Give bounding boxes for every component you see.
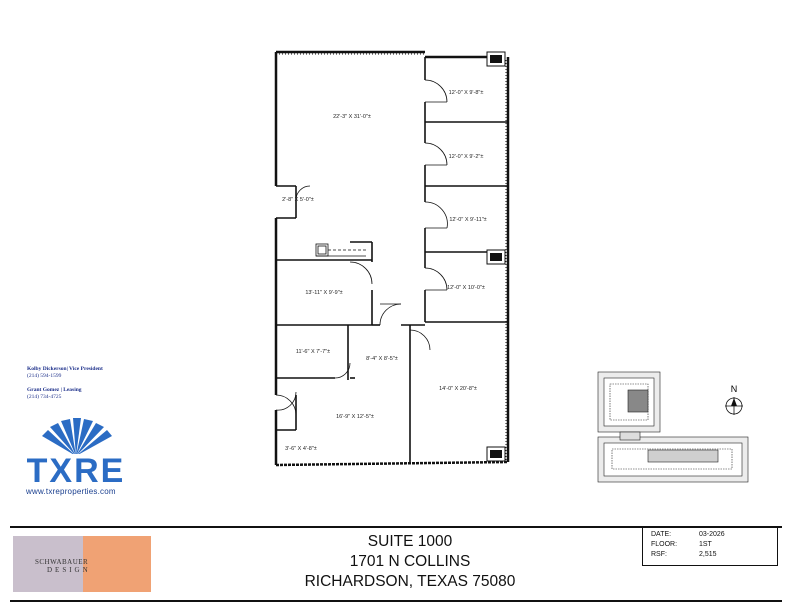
office-4-label: 13'-11" X 9'-9"±	[305, 290, 342, 296]
city-line: RICHARDSON, TEXAS 75080	[304, 573, 516, 590]
contact-block: Kolby Dickerson| Vice President (214) 59…	[27, 366, 103, 401]
storage-label: 11'-6" X 7'-7"±	[296, 349, 330, 355]
north-label: N	[731, 384, 738, 394]
closet-label: 2'-8" X 5'-0"±	[282, 197, 314, 203]
vestibule-label: 3'-6" X 4'-8"±	[285, 446, 317, 452]
floor-plan: 22'-3" X 31'-0"± 12'-0" X 9'-8"± 12'-0" …	[274, 50, 749, 483]
columns	[486, 51, 506, 462]
office-2-label: 12'-0" X 9'-2"±	[449, 154, 484, 160]
date-label: DATE:	[651, 531, 672, 538]
website-url[interactable]: www.txreproperties.com	[26, 487, 116, 496]
office-3-label: 12'-0" X 9'-11"±	[449, 217, 486, 223]
logo-sunburst-icon: TXRE	[24, 418, 128, 490]
date-value: 03-2026	[699, 531, 725, 538]
contact-1-name: Kolby Dickerson| Vice President	[27, 366, 103, 372]
main-office-label: 22'-3" X 31'-0"±	[333, 114, 371, 120]
title-block: SCHWABAUER DESIGN SUITE 1000 1701 N COLL…	[10, 526, 782, 602]
suite-title: SUITE 1000	[367, 533, 453, 550]
designer-name-line1: SCHWABAUER	[35, 558, 89, 566]
north-arrow: N	[725, 384, 743, 415]
logo-letters: TXRE	[27, 452, 126, 486]
contact-2-name: Grant Gomez | Leasing	[27, 387, 82, 393]
door-swings	[275, 79, 448, 416]
window-ticks	[276, 53, 507, 460]
contact-2-phone: (214) 734-4725	[27, 394, 62, 400]
building-key-plan	[597, 371, 749, 483]
address-line: 1701 N COLLINS	[349, 553, 471, 570]
contact-1-phone: (214) 594-1599	[27, 373, 62, 379]
info-box: DATE: 03-2026 FLOOR: 1ST RSF: 2,515	[642, 528, 778, 566]
rsf-label: RSF:	[651, 551, 667, 558]
kitchenette-counter	[315, 243, 366, 257]
property-title: SUITE 1000 1701 N COLLINS RICHARDSON, TE…	[260, 532, 560, 592]
reception-label: 16'-9" X 12'-5"±	[336, 414, 374, 420]
designer-logo: SCHWABAUER DESIGN	[13, 536, 151, 592]
office-1-label: 12'-0" X 9'-8"±	[449, 90, 484, 96]
floor-label: FLOOR:	[651, 541, 678, 548]
txre-logo: TXRE	[20, 418, 132, 500]
floor-value: 1ST	[699, 541, 712, 548]
office-5-label: 12'-0" X 10'-0"±	[447, 285, 485, 291]
interior-walls	[276, 57, 508, 462]
hall-label: 8'-4" X 8'-5"±	[366, 356, 398, 362]
rsf-value: 2,515	[699, 551, 717, 558]
office-6-label: 14'-0" X 20'-8"±	[439, 386, 477, 392]
exterior-walls	[274, 50, 510, 467]
designer-name-line2: DESIGN	[47, 566, 91, 574]
